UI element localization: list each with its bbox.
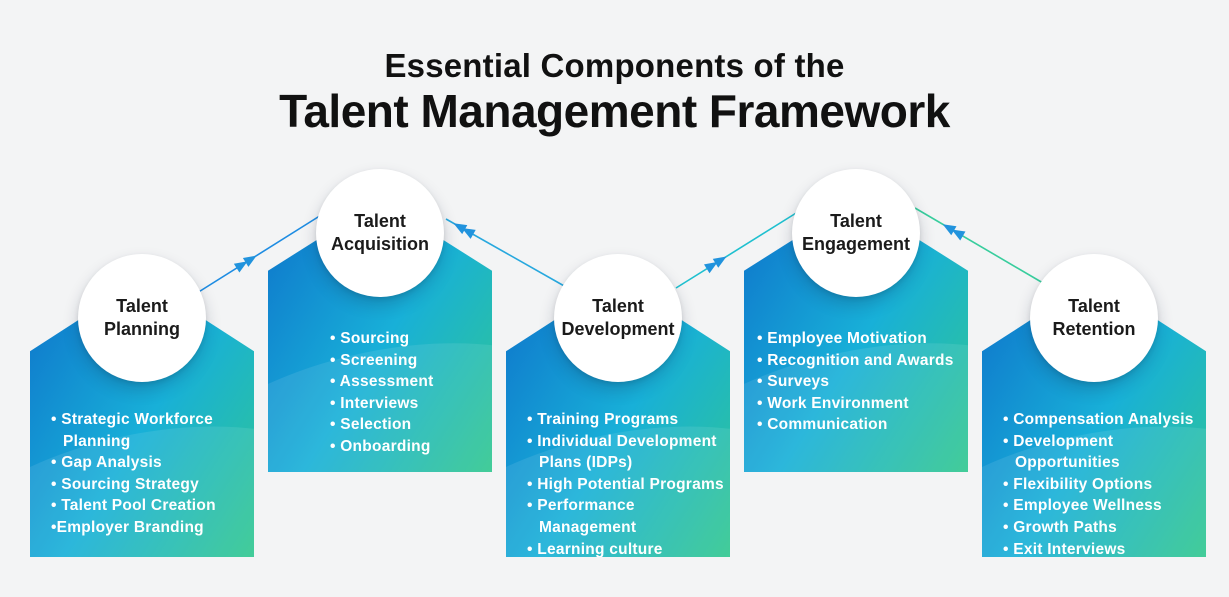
list-item: • Individual Development Plans (IDPs) bbox=[527, 432, 717, 472]
list-item: • Employee Motivation bbox=[757, 330, 928, 347]
pillar-items: • Training Programs • Individual Developm… bbox=[506, 279, 730, 558]
page-title: Essential Components of the Talent Manag… bbox=[0, 47, 1229, 138]
list-item: • Interviews bbox=[330, 394, 419, 412]
pillar-title: Talent Planning bbox=[104, 296, 180, 339]
list-item: • Sourcing bbox=[330, 330, 410, 347]
pillar-title: Talent Engagement bbox=[801, 211, 911, 254]
pillar-items: • Employee Motivation • Recognition and A… bbox=[744, 200, 968, 436]
pillar-circle: Talent Development bbox=[554, 254, 682, 382]
pillar-title: Talent Development bbox=[561, 296, 675, 339]
pillar-talent-planning: • Strategic Workforce Planning • Gap Anal… bbox=[30, 0, 254, 597]
pillar-circle: Talent Engagement bbox=[792, 169, 920, 297]
pillar-items: • Strategic Workforce Planning • Gap Anal… bbox=[30, 279, 254, 539]
list-item: • Gap Analysis bbox=[51, 454, 162, 472]
pillar-talent-retention: • Compensation Analysis • Development Opp… bbox=[982, 0, 1206, 597]
list-item: • Flexibility Options bbox=[1003, 475, 1153, 493]
list-item: • Employee Wellness bbox=[1003, 497, 1162, 515]
list-item: • Work Environment bbox=[757, 394, 909, 412]
list-item: • Strategic Workforce Planning bbox=[51, 411, 213, 450]
list-item: • Communication bbox=[757, 416, 888, 434]
list-item: • Development Opportunities bbox=[1003, 432, 1120, 472]
pillar-items: • Compensation Analysis • Development Opp… bbox=[982, 279, 1206, 558]
pillar-items: • Sourcing • Screening • Assessment • Inter… bbox=[268, 200, 492, 458]
pillar-title: Talent Acquisition bbox=[331, 211, 429, 254]
list-item: • Learning culture bbox=[527, 540, 663, 558]
list-item: • Surveys bbox=[757, 373, 830, 391]
pillar-title: Talent Retention bbox=[1052, 296, 1136, 339]
list-item: • Performance Management bbox=[527, 497, 637, 536]
list-item: • Growth Paths bbox=[1003, 518, 1117, 536]
page-title-line2: Talent Management Framework bbox=[279, 85, 950, 138]
list-item: • Compensation Analysis bbox=[1003, 411, 1194, 428]
list-item: • Screening bbox=[330, 351, 418, 369]
list-item: • Recognition and Awards bbox=[757, 351, 954, 369]
list-item: • Sourcing Strategy bbox=[51, 475, 199, 493]
pillar-circle: Talent Acquisition bbox=[316, 169, 444, 297]
list-item: • High Potential Programs bbox=[527, 475, 724, 493]
list-item: • Exit Interviews bbox=[1003, 540, 1126, 558]
page-title-line1: Essential Components of the bbox=[384, 47, 845, 84]
list-item: • Talent Pool Creation bbox=[51, 497, 216, 515]
list-item: • Selection bbox=[330, 416, 412, 434]
pillar-circle: Talent Planning bbox=[78, 254, 206, 382]
list-item: •Employer Branding bbox=[51, 518, 204, 536]
list-item: • Onboarding bbox=[330, 437, 431, 455]
list-item: • Training Programs bbox=[527, 411, 679, 428]
list-item: • Assessment bbox=[330, 373, 434, 391]
pillar-circle: Talent Retention bbox=[1030, 254, 1158, 382]
pillar-talent-development: • Training Programs • Individual Developm… bbox=[506, 0, 730, 597]
